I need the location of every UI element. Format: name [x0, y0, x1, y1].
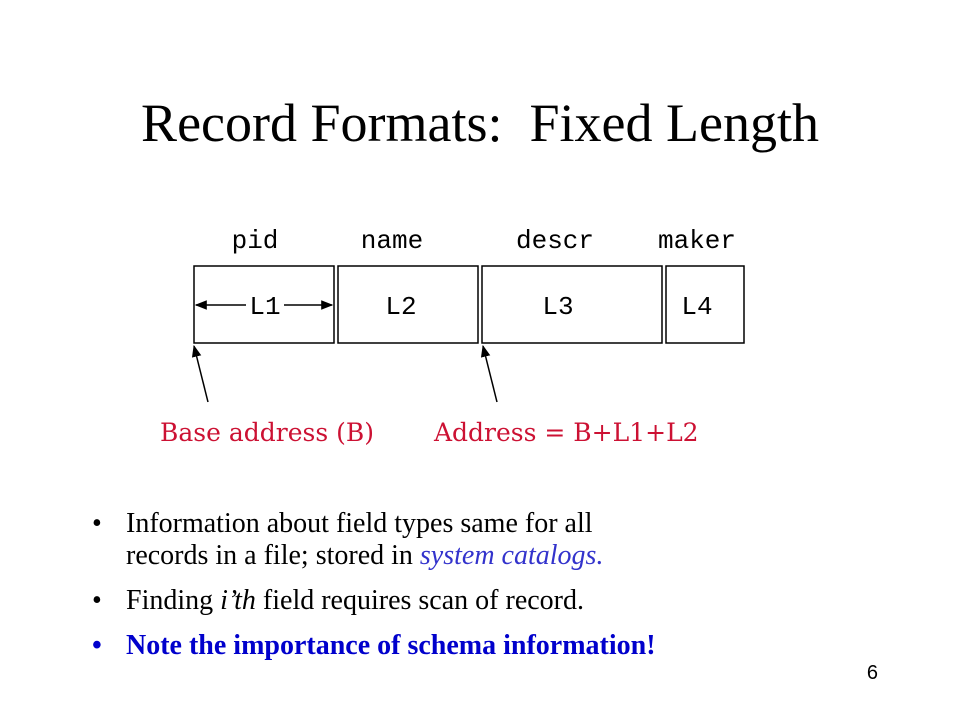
bullet-text-line2: records in a file; stored in: [126, 540, 420, 571]
field-box-maker: [665, 265, 745, 344]
bullet-dot: •: [92, 508, 102, 539]
field-box-pid: [193, 265, 335, 344]
bullet-dot: •: [92, 630, 102, 661]
field-box-descr: [481, 265, 663, 344]
field-name-descr: descr: [516, 226, 594, 256]
page-number: 6: [866, 662, 878, 684]
field-length-l4: L4: [681, 292, 712, 322]
field-address-label: Address = B+L1+L2: [433, 418, 699, 447]
ith-emphasis: i’th: [220, 585, 256, 616]
bullet-text-prefix: Finding: [126, 585, 221, 616]
bullet-list: • Information about field types same for…: [92, 508, 852, 675]
field-box-name: [337, 265, 479, 344]
system-catalogs-emphasis: system catalogs.: [419, 540, 604, 571]
bullet-item-scan: • Finding i’th field requires scan of re…: [92, 585, 852, 617]
field-length-l2: L2: [385, 292, 416, 322]
bullet-text-line1: Information about field types same for a…: [126, 508, 593, 539]
base-address-arrow: [191, 344, 209, 403]
record-diagram: pid name descr maker L1 L2 L3 L4 Base ad…: [160, 226, 745, 447]
field-length-l3: L3: [542, 292, 573, 322]
field-name-maker: maker: [658, 226, 736, 256]
bullet-text-schema: Note the importance of schema informatio…: [126, 630, 656, 661]
base-address-label: Base address (B): [160, 418, 374, 447]
field-name-pid: pid: [232, 226, 279, 256]
slide-title: Record Formats: Fixed Length: [141, 93, 819, 153]
bullet-item-schema: • Note the importance of schema informat…: [92, 630, 852, 662]
bullet-item-catalogs: • Information about field types same for…: [92, 508, 852, 572]
bullet-dot: •: [92, 585, 102, 616]
field-address-arrow: [480, 344, 498, 403]
field-length-l1: L1: [249, 292, 280, 322]
bullet-text-suffix: field requires scan of record.: [255, 585, 584, 616]
field-name-name: name: [361, 226, 423, 256]
